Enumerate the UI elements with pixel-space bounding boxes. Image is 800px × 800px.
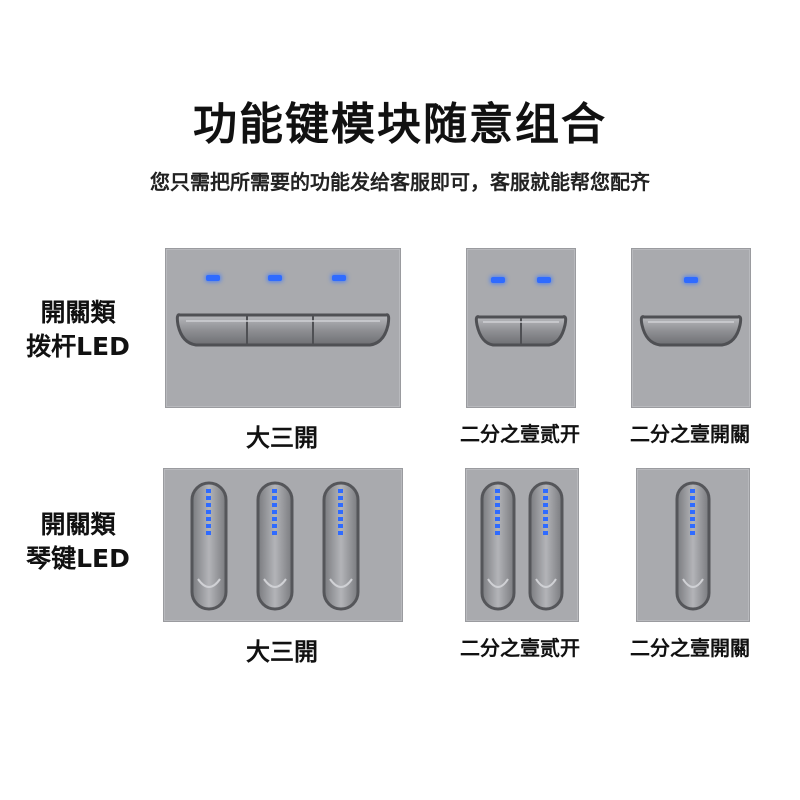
led-indicator-icon bbox=[268, 275, 282, 281]
led-indicator-icon bbox=[491, 277, 505, 283]
toggle-lever-icon[interactable] bbox=[166, 249, 400, 407]
toggle-lever-icon[interactable] bbox=[467, 249, 575, 407]
caption-rocker-one: 二分之壹開關 bbox=[630, 636, 750, 660]
page-subtitle: 您只需把所需要的功能发给客服即可，客服就能帮您配齐 bbox=[150, 170, 650, 194]
caption-rocker-three: 大三開 bbox=[246, 638, 318, 666]
rocker-switch-icon[interactable] bbox=[637, 469, 749, 621]
caption-rocker-two: 二分之壹贰开 bbox=[460, 636, 580, 660]
toggle-panel-three-gang bbox=[165, 248, 401, 408]
row-label-rocker-line2: 琴键LED bbox=[26, 544, 130, 573]
caption-toggle-one: 二分之壹開關 bbox=[630, 422, 750, 446]
led-indicator-icon bbox=[684, 277, 698, 283]
page-title: 功能键模块随意组合 bbox=[193, 99, 607, 150]
row-label-rocker-line1: 開關類 bbox=[40, 510, 116, 539]
row-label-toggle-line1: 開關類 bbox=[40, 298, 116, 327]
rocker-panel-one-gang bbox=[636, 468, 750, 622]
caption-toggle-three: 大三開 bbox=[246, 424, 318, 452]
toggle-panel-two-gang bbox=[466, 248, 576, 408]
toggle-lever-icon[interactable] bbox=[632, 249, 750, 407]
led-indicator-icon bbox=[206, 275, 220, 281]
rocker-panel-three-gang bbox=[163, 468, 403, 622]
row-label-toggle: 開關類 拨杆LED bbox=[18, 296, 138, 364]
led-indicator-icon bbox=[332, 275, 346, 281]
row-label-toggle-line2: 拨杆LED bbox=[26, 332, 130, 361]
rocker-panel-two-gang bbox=[465, 468, 579, 622]
row-label-rocker: 開關類 琴键LED bbox=[18, 508, 138, 576]
caption-toggle-two: 二分之壹贰开 bbox=[460, 422, 580, 446]
toggle-panel-one-gang bbox=[631, 248, 751, 408]
rocker-switch-icon[interactable] bbox=[466, 469, 578, 621]
led-indicator-icon bbox=[537, 277, 551, 283]
rocker-switch-icon[interactable] bbox=[164, 469, 402, 621]
